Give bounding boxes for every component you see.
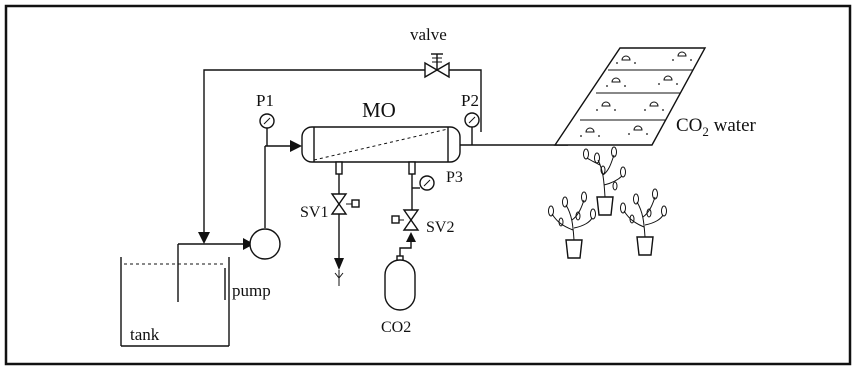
feed-line	[177, 140, 302, 302]
valve-symbol	[424, 53, 450, 79]
mo-label: MO	[362, 98, 396, 122]
sprinkler-icons	[585, 51, 687, 133]
pump-icon	[249, 228, 281, 260]
co2-water-label: CO2 water	[676, 115, 757, 139]
sv2-branch	[391, 161, 435, 258]
co2-cylinder-label: CO2	[381, 319, 411, 336]
plant-icon	[548, 191, 596, 259]
p2-label: P2	[461, 91, 479, 110]
p2-gauge-icon	[464, 112, 480, 145]
sv1-label: SV1	[300, 204, 328, 221]
plant-icon	[620, 188, 667, 256]
co2-cylinder-icon	[384, 255, 416, 311]
tank	[120, 257, 230, 347]
sv2-label: SV2	[426, 219, 454, 236]
p1-label: P1	[256, 91, 274, 110]
valve-label: valve	[410, 25, 447, 44]
outer-frame	[4, 4, 852, 366]
tank-label: tank	[130, 325, 160, 344]
p3-label: P3	[446, 169, 463, 186]
spray-dots	[580, 59, 692, 137]
p1-gauge-icon	[259, 113, 275, 146]
plant-icon	[583, 146, 626, 216]
sv1-branch	[330, 161, 360, 286]
mo-module	[301, 126, 461, 163]
pump-label: pump	[232, 281, 271, 300]
irrigation-beds	[553, 47, 707, 146]
